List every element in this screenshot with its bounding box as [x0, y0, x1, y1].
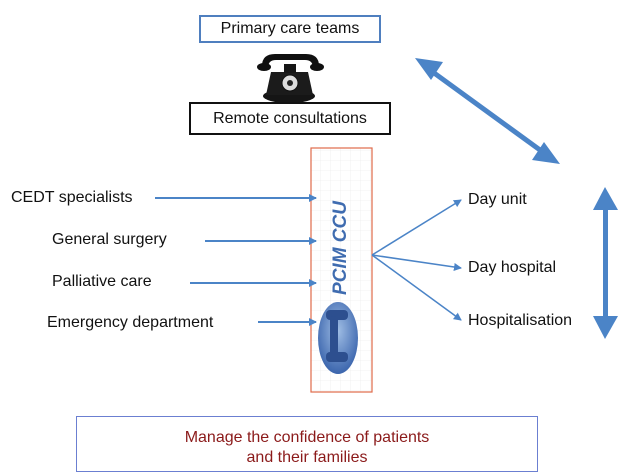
input-label-palliative: Palliative care [52, 273, 152, 290]
input-label-surgery: General surgery [52, 231, 167, 248]
telephone-icon [257, 54, 324, 103]
output-label-day-unit: Day unit [468, 191, 527, 208]
input-label-emergency: Emergency department [47, 314, 214, 331]
arrow-hospitalisation [371, 254, 462, 321]
output-label-hospitalisation: Hospitalisation [468, 312, 573, 329]
center-unit-label-text: PCIM CCU [330, 201, 351, 295]
diagonal-double-arrow [415, 58, 560, 164]
arrow-day-unit [371, 199, 462, 256]
patient-confidence-line2: and their families [246, 449, 368, 466]
primary-care-box: Primary care teams [199, 15, 381, 43]
logo-icon [318, 302, 358, 374]
output-label-day-hospital: Day hospital [468, 259, 557, 276]
patient-confidence-line1: Manage the confidence of patients [184, 429, 430, 446]
patient-confidence-box: Manage the confidence of patients and th… [76, 416, 538, 472]
arrow-day-hospital [371, 254, 462, 271]
vertical-double-arrow [593, 187, 618, 339]
remote-consultations-box: Remote consultations [189, 102, 391, 135]
input-label-cedt: CEDT specialists [11, 189, 133, 206]
